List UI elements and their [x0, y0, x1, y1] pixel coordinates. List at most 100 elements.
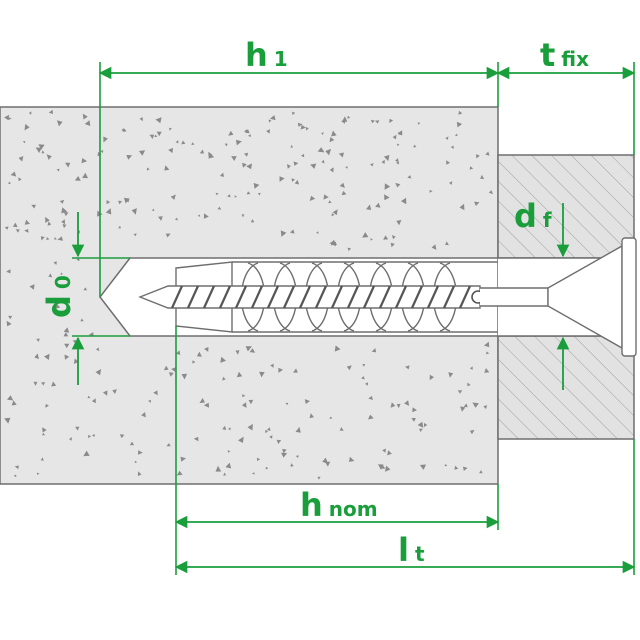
concrete-speckle — [479, 470, 483, 474]
concrete-speckle — [60, 272, 63, 275]
concrete-speckle — [483, 405, 488, 410]
concrete-speckle — [192, 360, 196, 364]
concrete-speckle — [395, 158, 399, 163]
concrete-speckle — [484, 341, 490, 348]
concrete-speckle — [370, 238, 373, 241]
concrete-speckle — [45, 403, 49, 408]
concrete-speckle — [227, 194, 231, 198]
screw-thread-turn — [442, 285, 456, 309]
concrete-speckle — [73, 358, 79, 364]
concrete-speckle — [445, 241, 449, 246]
concrete-speckle — [395, 182, 401, 188]
screw-thread-turn — [282, 285, 296, 309]
concrete-speckle — [8, 181, 11, 184]
concrete-speckle — [269, 435, 273, 439]
concrete-speckle — [4, 417, 11, 424]
concrete-speckle — [48, 273, 53, 278]
concrete-speckle — [259, 371, 265, 378]
concrete-speckle — [456, 121, 463, 128]
concrete-speckle — [396, 161, 399, 165]
concrete-speckle — [126, 155, 133, 160]
concrete-speckle — [29, 284, 35, 290]
concrete-speckle — [285, 402, 289, 406]
concrete-speckle — [164, 165, 170, 171]
concrete-speckles — [4, 109, 493, 480]
concrete-speckle — [331, 130, 337, 137]
concrete-speckle — [36, 472, 40, 476]
concrete-speckle — [328, 200, 332, 204]
concrete-speckle — [412, 407, 417, 413]
concrete-speckle — [224, 143, 228, 147]
concrete-speckle — [62, 224, 67, 229]
concrete-speckle — [287, 164, 291, 169]
concrete-speckle — [91, 434, 95, 437]
concrete-speckle — [165, 233, 171, 238]
concrete-speckle — [22, 141, 26, 144]
concrete-speckle — [242, 162, 247, 168]
concrete-speckle — [332, 209, 338, 216]
concrete-speckle — [169, 127, 172, 131]
concrete-speckle — [396, 143, 400, 146]
d0-label: d0 — [40, 275, 78, 318]
concrete-speckle — [347, 247, 351, 252]
concrete-speckle — [36, 338, 40, 342]
screw-thread-turn — [218, 285, 232, 309]
concrete-speckle — [139, 117, 143, 122]
concrete-speckle — [158, 216, 163, 221]
concrete-speckle — [458, 110, 463, 115]
concrete-speckle — [268, 119, 272, 123]
concrete-speckle — [381, 465, 386, 469]
screw-thread-turn — [234, 285, 248, 309]
concrete-speckle — [175, 350, 181, 355]
concrete-speckle — [245, 346, 252, 352]
concrete-speckle — [362, 232, 369, 238]
concrete-speckle — [154, 134, 158, 138]
concrete-speckle — [329, 137, 335, 143]
screw-thread-turn — [330, 285, 344, 309]
concrete-speckle — [199, 398, 205, 404]
concrete-speckle — [257, 192, 261, 196]
screw — [138, 237, 637, 357]
concrete-speckle — [445, 136, 449, 140]
concrete-speckle — [384, 183, 391, 190]
concrete-speckle — [322, 457, 328, 464]
concrete-speckle — [141, 412, 146, 418]
concrete-speckle — [146, 167, 150, 171]
concrete-speckle — [204, 347, 209, 352]
concrete-speckle — [417, 421, 424, 428]
concrete-speckle — [74, 176, 81, 181]
concrete-speckle — [397, 131, 402, 136]
concrete-speckle — [40, 457, 44, 461]
concrete-speckle — [375, 202, 381, 208]
concrete-speckle — [429, 189, 433, 193]
concrete-speckle — [449, 181, 453, 185]
concrete-speckle — [228, 427, 231, 431]
concrete-speckle — [148, 399, 151, 403]
concrete-speckle — [125, 199, 129, 203]
concrete-speckle — [381, 159, 385, 164]
concrete-speckle — [83, 287, 88, 291]
concrete-speckle — [291, 178, 295, 182]
concrete-speckle — [112, 389, 117, 394]
concrete-speckle — [297, 122, 303, 127]
concrete-speckle — [401, 197, 407, 205]
concrete-speckle — [168, 147, 173, 154]
concrete-speckle — [175, 140, 179, 144]
concrete-speckle — [61, 207, 68, 214]
concrete-speckle — [203, 402, 210, 408]
concrete-speckle — [193, 436, 199, 442]
concrete-speckle — [215, 465, 222, 472]
concrete-speckle — [485, 151, 490, 156]
concrete-speckle — [231, 156, 237, 161]
screw-thread — [170, 285, 485, 309]
concrete-speckle — [290, 463, 294, 467]
concrete-speckle — [6, 269, 11, 274]
concrete-speckle — [417, 122, 421, 125]
concrete-speckle — [290, 144, 293, 148]
concrete-speckle — [339, 182, 345, 188]
concrete-speckle — [270, 363, 274, 368]
concrete-speckle — [24, 123, 30, 131]
screw-thread-turn — [250, 285, 264, 309]
